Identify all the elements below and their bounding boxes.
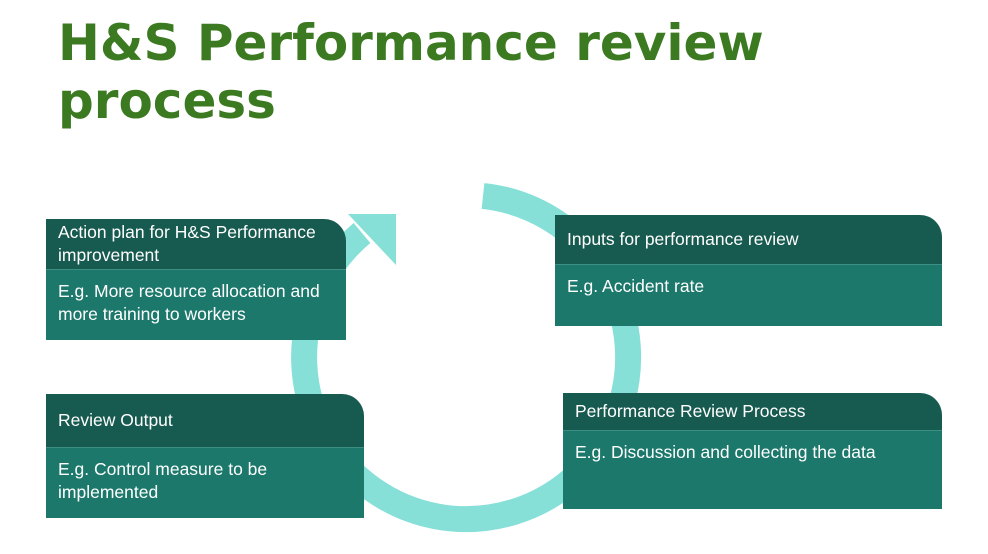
step-heading: Review Output: [46, 394, 364, 447]
step-heading: Performance Review Process: [563, 393, 942, 430]
step-heading: Action plan for H&S Performance improvem…: [46, 219, 346, 269]
step-example: E.g. Control measure to be implemented: [46, 447, 364, 518]
step-example: E.g. Discussion and collecting the data: [563, 430, 942, 509]
step-card-review-process: Performance Review Process E.g. Discussi…: [563, 393, 942, 509]
page-title: H&S Performance review process: [58, 14, 764, 130]
step-card-review-output: Review Output E.g. Control measure to be…: [46, 394, 364, 518]
step-example: E.g. More resource allocation and more t…: [46, 269, 346, 340]
step-heading: Inputs for performance review: [555, 215, 942, 264]
step-example: E.g. Accident rate: [555, 264, 942, 326]
cycle-arrowhead: [348, 214, 396, 265]
step-card-inputs: Inputs for performance review E.g. Accid…: [555, 215, 942, 326]
step-card-action-plan: Action plan for H&S Performance improvem…: [46, 219, 346, 340]
